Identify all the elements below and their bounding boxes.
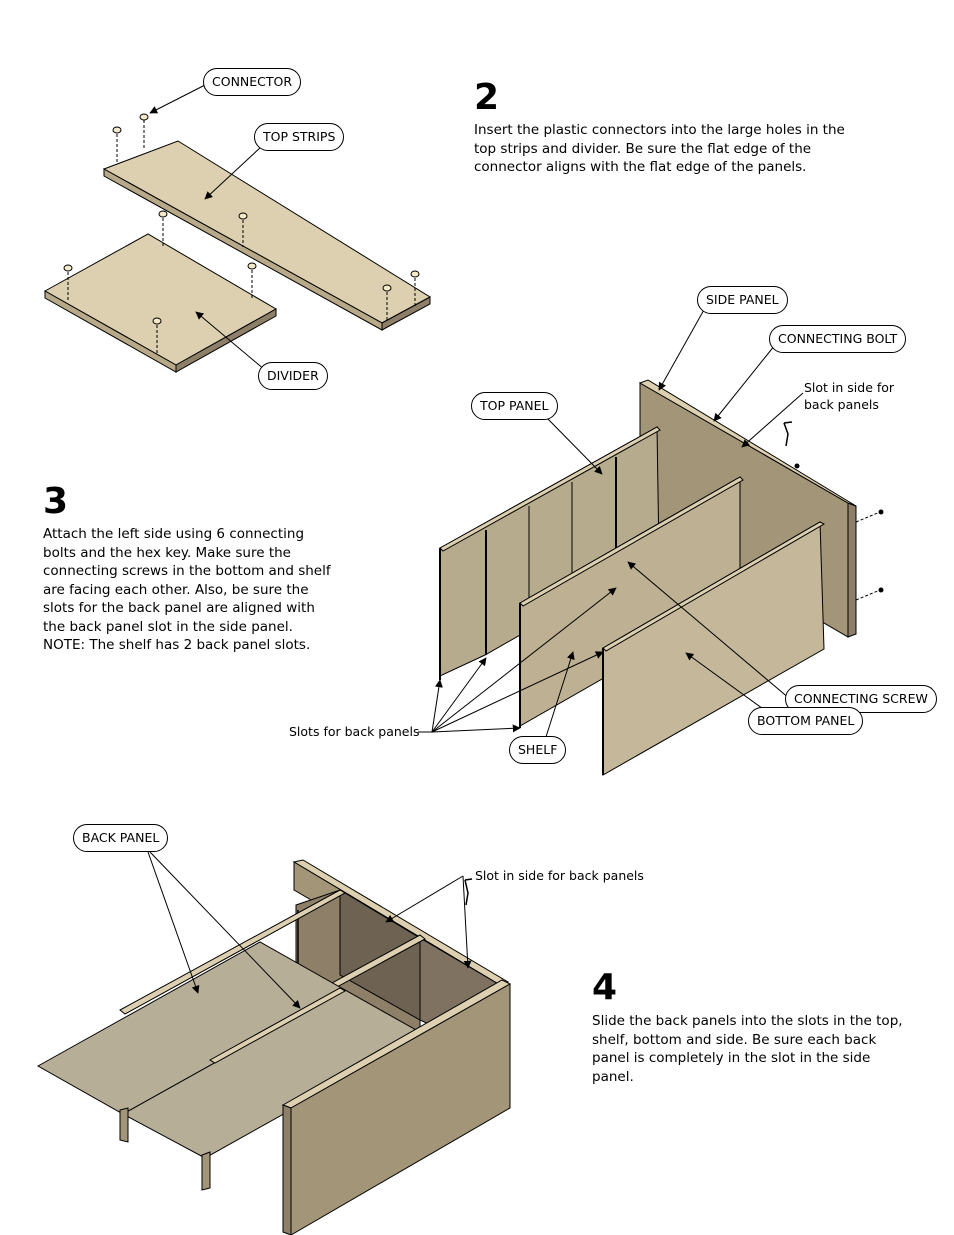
- step-4-line: Slide the back panels into the slots in …: [592, 1013, 903, 1029]
- step-2-line: Insert the plastic connectors into the l…: [474, 122, 845, 138]
- step-3-line: NOTE: The shelf has 2 back panel slots.: [43, 637, 311, 653]
- step-3-line: the back panel slot in the side panel.: [43, 618, 293, 635]
- hex-key-icon: [783, 421, 793, 447]
- callout-shelf: SHELF: [509, 736, 567, 764]
- step-2-line: top strips and divider. Be sure the flat…: [474, 140, 812, 157]
- callout-back-panel: BACK PANEL: [73, 824, 169, 852]
- label-slot-in-side-back-panels: Slot in side for back panels: [475, 868, 644, 883]
- step-4-line: shelf, bottom and side. Be sure each bac…: [592, 1031, 877, 1048]
- label-slots-for-back-panels: Slots for back panels: [289, 724, 420, 739]
- step4-illustration: [36, 851, 512, 1235]
- back-panel-parts: [36, 941, 427, 1159]
- step-3-line: slots for the back panel are aligned wit…: [43, 600, 315, 616]
- step-4-instructions: Slide the back panels into the slots in …: [592, 1012, 903, 1086]
- callout-top-strips: TOP STRIPS: [254, 123, 345, 151]
- step-4-line: panel.: [592, 1068, 634, 1085]
- step-2-instructions: Insert the plastic connectors into the l…: [474, 121, 845, 177]
- callout-connector: CONNECTOR: [203, 68, 302, 96]
- step-3-line: bolts and the hex key. Make sure the: [43, 544, 291, 561]
- top-strips-part: [102, 140, 431, 331]
- callout-bottom-panel: BOTTOM PANEL: [748, 707, 864, 735]
- step3-illustration: [418, 307, 884, 776]
- step-3-number: 3: [43, 481, 69, 522]
- callout-top-panel: TOP PANEL: [471, 392, 558, 420]
- callout-connecting-screw: CONNECTING SCREW: [785, 685, 937, 713]
- label-slot-in-side: Slot in side for back panels: [804, 379, 894, 413]
- step-2-line: connector aligns with the flat edge of t…: [474, 159, 807, 175]
- hex-key-icon: [464, 878, 473, 906]
- callout-side-panel: SIDE PANEL: [697, 286, 788, 314]
- divider-part: [43, 233, 278, 373]
- step2-illustration: [43, 84, 431, 373]
- bottom-panel-part: [602, 521, 826, 776]
- step-3-line: Attach the left side using 6 connecting: [43, 526, 305, 542]
- step-4-line: panel is completely in the slot in the s…: [592, 1050, 871, 1066]
- callout-divider: DIVIDER: [258, 362, 328, 390]
- connecting-bolt-parts: [794, 463, 884, 601]
- step-3-line: connecting screws in the bottom and shel…: [43, 563, 331, 579]
- callout-connecting-bolt: CONNECTING BOLT: [769, 325, 907, 353]
- step-2-number: 2: [474, 77, 500, 118]
- label-slot-in-side-line-1: Slot in side for: [804, 380, 895, 395]
- step-3-line: are facing each other. Also, be sure the: [43, 581, 309, 598]
- connector-parts: [63, 113, 420, 354]
- label-slot-in-side-line-2: back panels: [804, 397, 879, 412]
- step-4-number: 4: [592, 967, 618, 1008]
- step-3-instructions: Attach the left side using 6 connecting …: [43, 525, 331, 655]
